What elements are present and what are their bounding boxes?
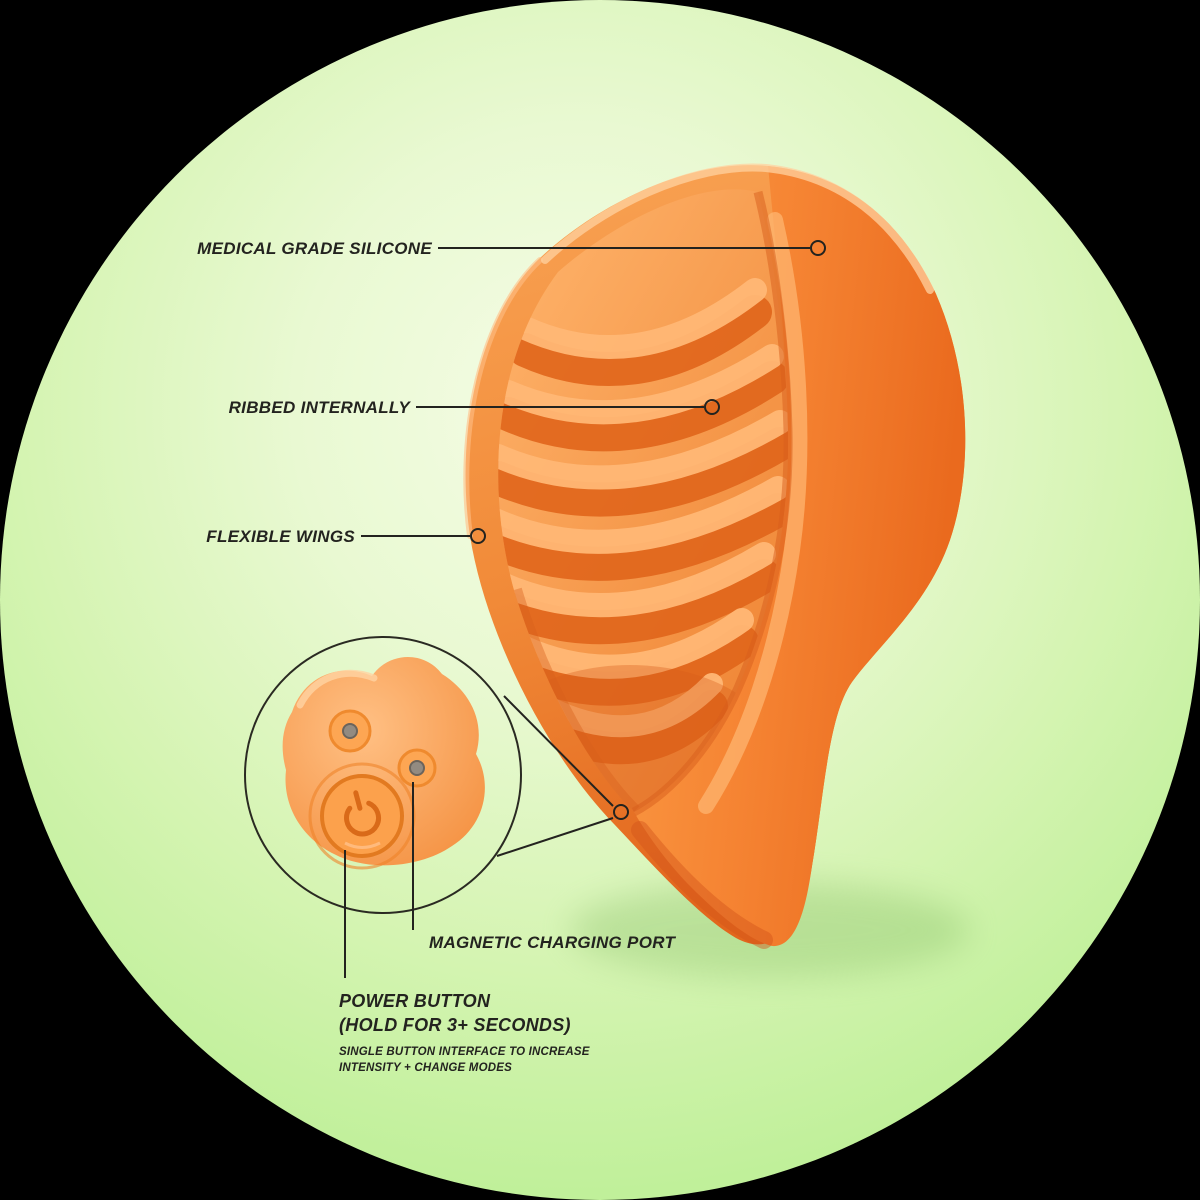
power-button-highlight bbox=[344, 841, 381, 849]
magnifier-connector-line-top bbox=[503, 695, 614, 807]
magnifier-circle bbox=[244, 636, 522, 914]
ribbed-internally-label: RIBBED INTERNALLY bbox=[228, 398, 410, 417]
magnifier-detail bbox=[244, 636, 629, 914]
magnifier-content bbox=[282, 656, 485, 870]
flexible-wings-endpoint-circle bbox=[470, 528, 486, 544]
medical-grade-silicone-label: MEDICAL GRADE SILICONE bbox=[197, 239, 432, 258]
product-illustration bbox=[463, 163, 966, 949]
power-button bbox=[320, 774, 404, 858]
power-button-hold-note: (HOLD FOR 3+ SECONDS) bbox=[339, 1015, 571, 1035]
medical-grade-endpoint-circle bbox=[810, 240, 826, 256]
charging-contact-dot-2 bbox=[409, 760, 425, 776]
callout-lines bbox=[344, 240, 826, 978]
power-button-description-line1: SINGLE BUTTON INTERFACE TO INCREASE bbox=[339, 1046, 590, 1058]
blob-highlight bbox=[296, 669, 378, 709]
power-icon bbox=[344, 790, 381, 837]
power-button-description: SINGLE BUTTON INTERFACE TO INCREASE INTE… bbox=[339, 1044, 590, 1076]
left-edge-highlight bbox=[463, 257, 543, 539]
product-wing bbox=[634, 166, 966, 947]
top-rim-highlight bbox=[541, 163, 934, 294]
wing-crease-highlight bbox=[698, 212, 808, 814]
magnifier-connector-line-bottom bbox=[496, 817, 614, 857]
tail-shadow bbox=[631, 821, 773, 949]
charging-contact-dot-1 bbox=[342, 723, 358, 739]
power-button-label-block: POWER BUTTON (HOLD FOR 3+ SECONDS) SINGL… bbox=[339, 989, 590, 1076]
wing-inner-shadow bbox=[631, 190, 793, 816]
flexible-wings-label: FLEXIBLE WINGS bbox=[206, 527, 355, 546]
magnifier-target-circle bbox=[613, 804, 629, 820]
power-button-description-line2: INTENSITY + CHANGE MODES bbox=[339, 1062, 512, 1074]
ribbed-endpoint-circle bbox=[704, 399, 720, 415]
power-button-title: POWER BUTTON bbox=[339, 991, 491, 1011]
magnetic-charging-port-label: MAGNETIC CHARGING PORT bbox=[429, 933, 676, 952]
